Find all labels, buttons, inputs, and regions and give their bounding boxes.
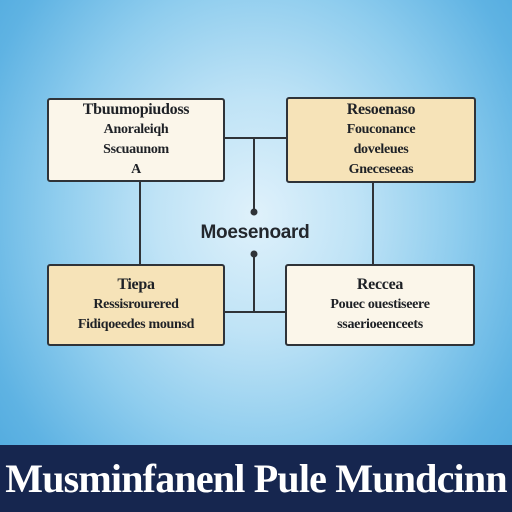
box-bottom-right-line1: Pouec ouestiseere bbox=[330, 297, 430, 312]
connector-lines bbox=[139, 137, 374, 313]
footer-banner: Musminfanenl Pule Mundcinn bbox=[0, 445, 512, 512]
box-bottom-right-title: Reccea bbox=[356, 276, 404, 293]
diagram-canvas: Tbuumopiudoss Anoraleiqh Sscuaunom A Res… bbox=[47, 97, 476, 346]
box-top-left-line1: Anoraleiqh bbox=[103, 122, 169, 137]
junction-dot-lower bbox=[250, 250, 258, 258]
box-top-right-line2: doveleues bbox=[353, 142, 409, 157]
box-top-left-line3: A bbox=[131, 162, 141, 177]
box-top-left: Tbuumopiudoss Anoraleiqh Sscuaunom A bbox=[47, 98, 225, 182]
footer-title: Musminfanenl Pule Mundcinn bbox=[5, 456, 507, 501]
box-top-left-title: Tbuumopiudoss bbox=[82, 101, 190, 118]
box-bottom-left: Tiepa Ressisrourered Fidiqoeedes mounsd bbox=[47, 264, 225, 346]
box-top-right: Resoenaso Fouconance doveleues Gneceseea… bbox=[286, 97, 476, 183]
box-bottom-right: Reccea Pouec ouestiseere ssaerioeenceets bbox=[285, 264, 475, 346]
box-top-right-line3: Gneceseeas bbox=[348, 162, 414, 177]
box-bottom-left-line1: Ressisrourered bbox=[93, 297, 179, 312]
box-bottom-right-line2: ssaerioeenceets bbox=[337, 317, 423, 332]
junction-dot-upper bbox=[250, 208, 258, 216]
box-top-right-line1: Fouconance bbox=[346, 122, 416, 137]
box-top-left-line2: Sscuaunom bbox=[103, 142, 169, 157]
box-bottom-left-title: Tiepa bbox=[117, 276, 155, 293]
center-label: Moesenoard bbox=[200, 222, 310, 243]
box-top-right-title: Resoenaso bbox=[346, 101, 416, 118]
box-bottom-left-line2: Fidiqoeedes mounsd bbox=[77, 317, 195, 332]
